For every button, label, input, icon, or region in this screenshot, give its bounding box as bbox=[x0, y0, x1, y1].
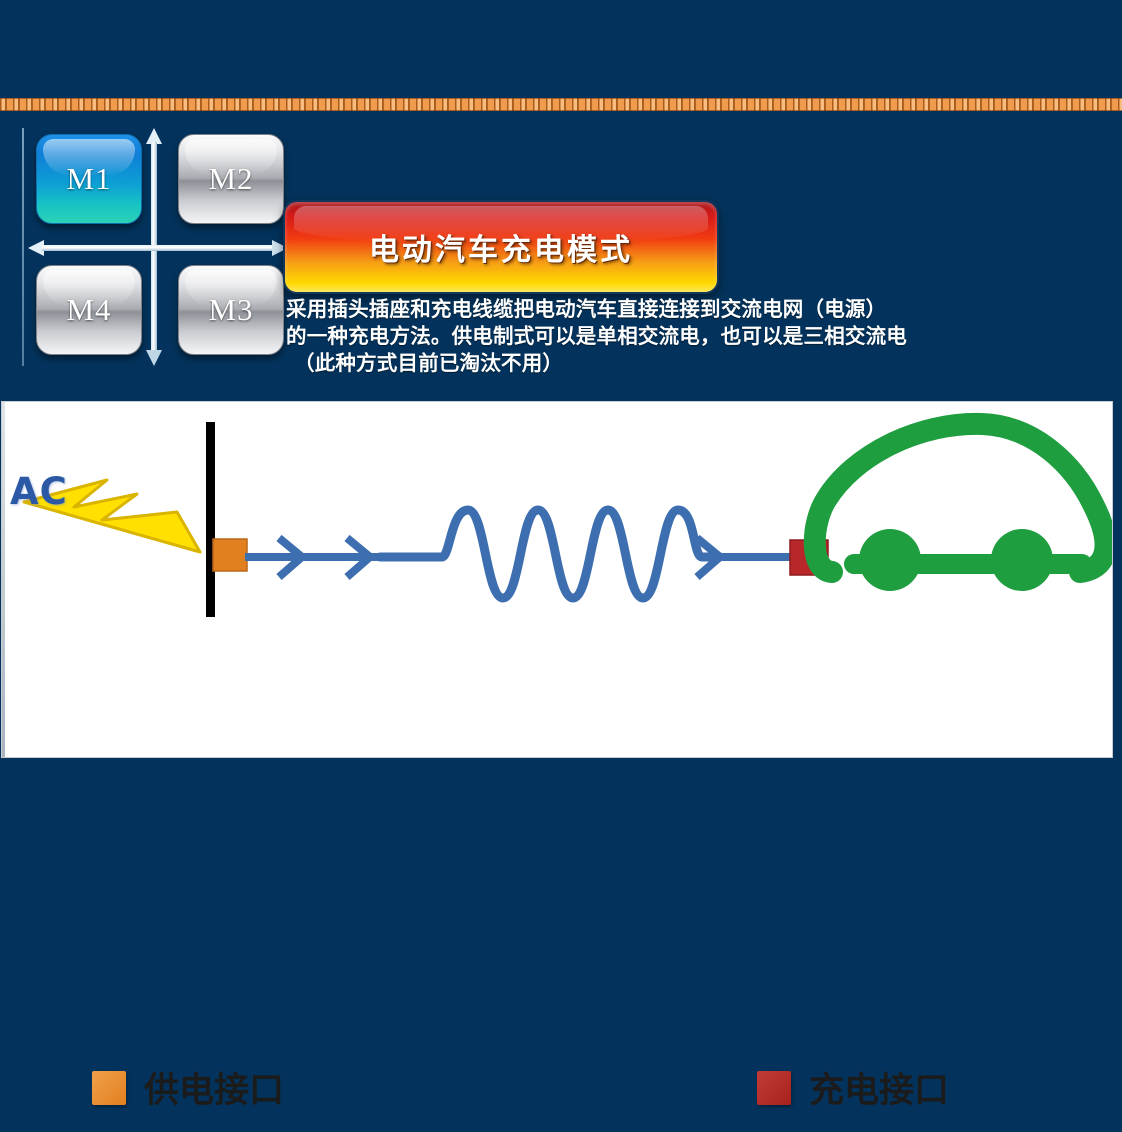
legend-swatch-red-icon bbox=[757, 1070, 791, 1105]
quadrant-tile-m2-label: M2 bbox=[208, 161, 254, 196]
title-banner: 电动汽车充电模式 bbox=[283, 200, 719, 294]
quadrant-tile-m4[interactable]: M4 bbox=[36, 265, 142, 355]
quadrant-tile-m3[interactable]: M3 bbox=[178, 265, 284, 355]
quadrant-tile-m2[interactable]: M2 bbox=[178, 134, 284, 224]
horizontal-axis-shaft bbox=[42, 245, 274, 251]
chain-top-rule bbox=[0, 98, 1122, 99]
charging-mode-quadrant: M1 M2 M4 M3 bbox=[28, 128, 288, 366]
description-line-3: （此种方式目前已淘汰不用） bbox=[294, 351, 564, 375]
legend-swatch-orange-icon bbox=[92, 1070, 126, 1105]
legend: 供电接口 充电接口 bbox=[2, 1062, 1112, 1132]
legend-item-charge-port: 充电接口 bbox=[757, 1062, 949, 1113]
car-body-outline bbox=[803, 412, 1112, 583]
arrow-down-icon bbox=[146, 350, 162, 366]
legend-label-charge-port: 充电接口 bbox=[809, 1071, 950, 1111]
flow-arrow-1 bbox=[276, 534, 309, 581]
banner-gloss bbox=[293, 205, 709, 244]
slide-canvas: M1 M2 M4 M3 电动汽车充电模式 采用插头插座和充电线缆把电动汽车直接连… bbox=[0, 98, 1122, 1111]
chain-bottom-rule bbox=[0, 110, 1122, 111]
car-wheel-rear bbox=[991, 529, 1053, 591]
quadrant-tile-m1[interactable]: M1 bbox=[36, 134, 142, 224]
legend-label-supply-port: 供电接口 bbox=[144, 1071, 285, 1111]
horizontal-axis-arrow bbox=[28, 240, 288, 256]
quadrant-tile-m3-label: M3 bbox=[208, 292, 254, 327]
grid-wall bbox=[206, 422, 215, 617]
chain-link-pattern bbox=[0, 98, 1122, 111]
charging-schematic-svg bbox=[22, 412, 1112, 617]
decorative-chain-border bbox=[0, 98, 1122, 111]
left-vertical-rule bbox=[22, 128, 24, 366]
flow-arrow-3 bbox=[694, 534, 727, 581]
lightning-bolt-icon bbox=[22, 478, 202, 554]
ac-source-label: AC bbox=[10, 470, 68, 513]
description-line-1: 采用插头插座和充电线缆把电动汽车直接连接到交流电网（电源） bbox=[286, 297, 887, 321]
supply-port-block bbox=[212, 538, 248, 572]
arrow-left-icon bbox=[28, 240, 44, 256]
page-title: 电动汽车充电模式 bbox=[369, 233, 633, 268]
legend-item-supply-port: 供电接口 bbox=[92, 1062, 284, 1113]
arrow-up-icon bbox=[146, 128, 162, 144]
quadrant-tile-m1-label: M1 bbox=[66, 161, 112, 196]
panel-left-edge bbox=[2, 402, 5, 757]
cable-coil bbox=[375, 505, 725, 603]
diagram-panel: 供电接口 充电接口 bbox=[2, 402, 1112, 1111]
description-line-2: 的一种充电方法。供电制式可以是单相交流电，也可以是三相交流电 bbox=[286, 324, 907, 348]
description-text: 采用插头插座和充电线缆把电动汽车直接连接到交流电网（电源） 的一种充电方法。供电… bbox=[286, 296, 1086, 377]
quadrant-tile-m4-label: M4 bbox=[66, 292, 112, 327]
car-wheel-front bbox=[859, 529, 921, 591]
flow-arrow-2 bbox=[344, 534, 377, 581]
